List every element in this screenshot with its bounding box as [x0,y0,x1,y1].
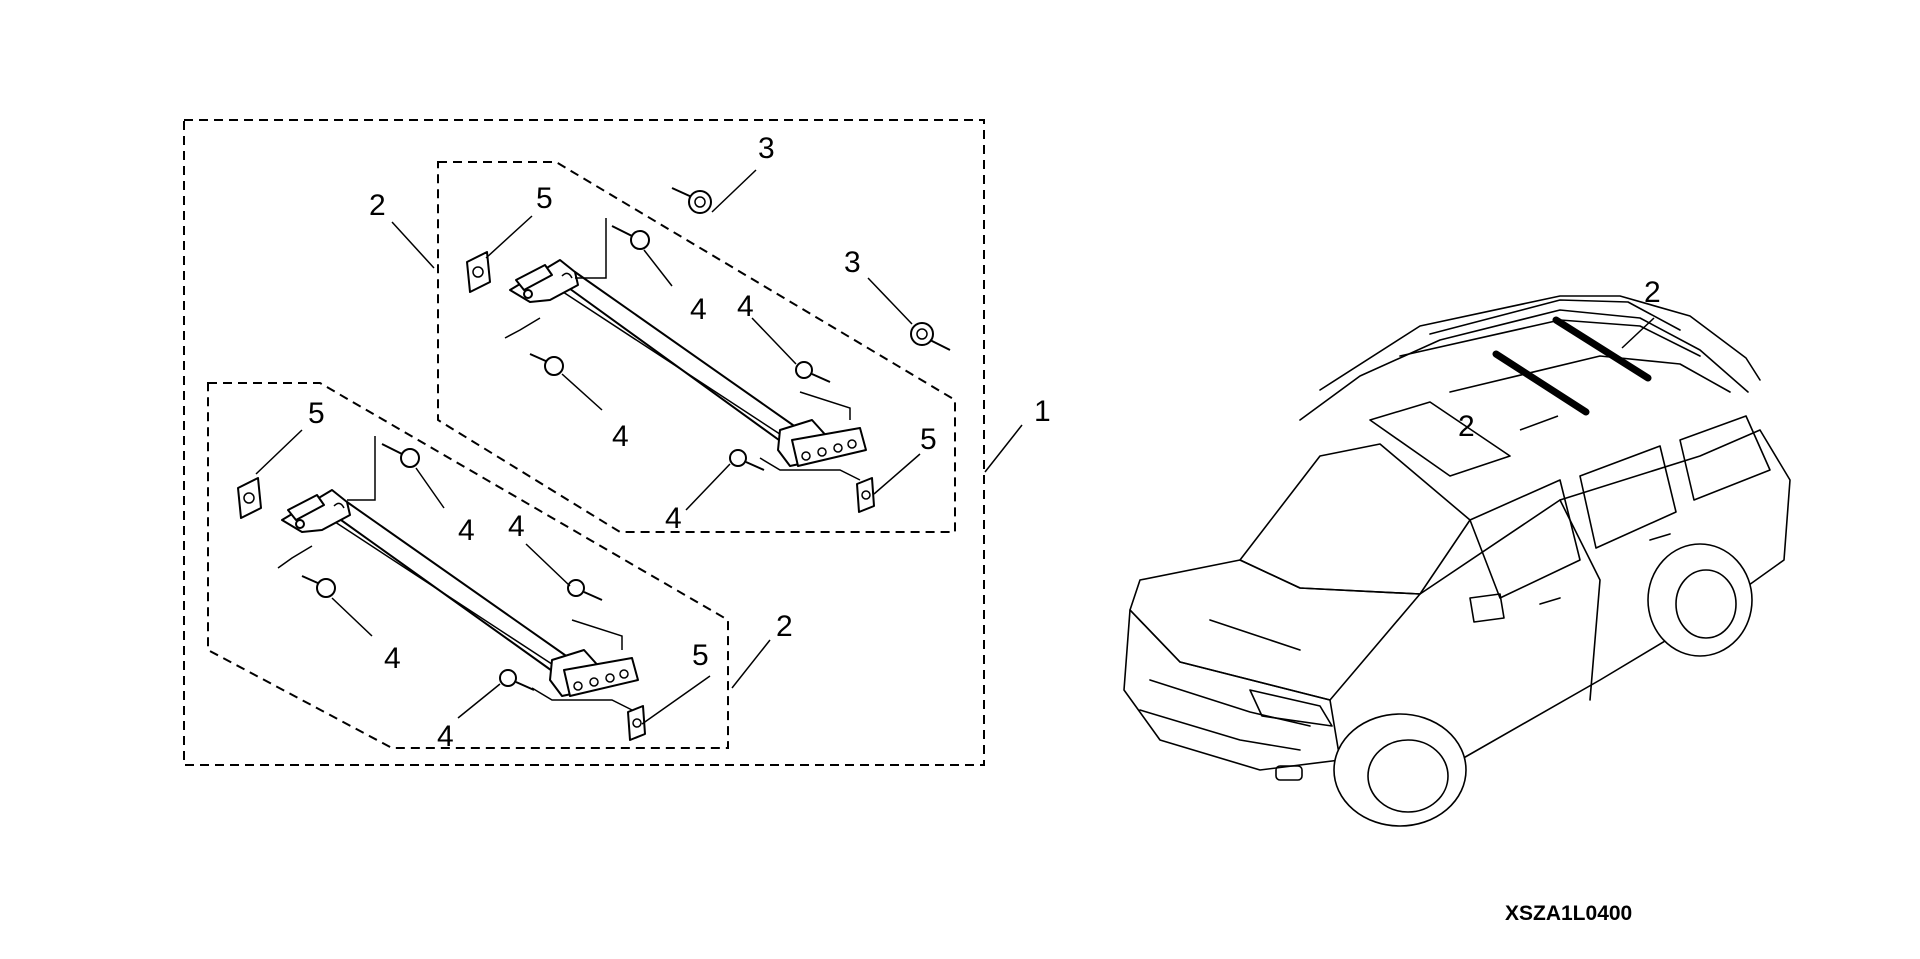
callout-kit: 1 [1034,395,1051,428]
fastener-upper-2 [529,353,564,376]
fastener-upper-4 [729,449,765,471]
lower-crossbar [277,436,639,711]
callout-vehicle-bar-a: 2 [1644,276,1661,309]
callout-fastener-7: 4 [508,510,525,543]
callout-fastener-4: 4 [665,502,682,535]
callout-pad-3: 5 [308,397,325,430]
pad-lower-left [237,477,262,519]
upper-crossbar [504,218,867,481]
fastener-lower-1 [381,443,420,468]
vehicle-illustration [1123,295,1791,827]
fastener-lower-3 [567,579,603,601]
callout-leaders [255,169,1023,725]
callout-bolt-b: 3 [844,246,861,279]
pad-upper-right [856,477,875,513]
fastener-lower-4 [499,669,535,691]
callout-fastener-5: 4 [458,514,475,547]
callout-vehicle-bar-b: 2 [1458,410,1475,443]
callout-crossbar-lower: 2 [776,610,793,643]
callout-pad-4: 5 [692,639,709,672]
vehicle-crossbar-rear [1552,316,1652,382]
fastener-lower-2 [301,575,336,598]
pad-upper-left [466,251,491,293]
kit-boundary [183,119,985,766]
callout-bolt-a: 3 [758,132,775,165]
fastener-upper-1 [611,225,650,250]
vehicle-crossbar-front [1492,350,1590,416]
callout-fastener-1: 4 [690,293,707,326]
callout-pad-1: 5 [536,182,553,215]
pad-lower-right [627,705,646,741]
callout-fastener-3: 4 [737,290,754,323]
callout-fastener-6: 4 [384,642,401,675]
callout-fastener-2: 4 [612,420,629,453]
lower-crossbar-group-boundary [207,382,729,749]
bolt-lower [910,322,951,351]
fastener-upper-3 [795,361,831,383]
upper-crossbar-group-boundary [437,161,956,533]
callout-fastener-8: 4 [437,720,454,753]
callout-crossbar-upper: 2 [369,189,386,222]
bolt-upper [671,187,712,214]
callout-pad-2: 5 [920,423,937,456]
diagram-code: XSZA1L0400 [1505,902,1632,925]
